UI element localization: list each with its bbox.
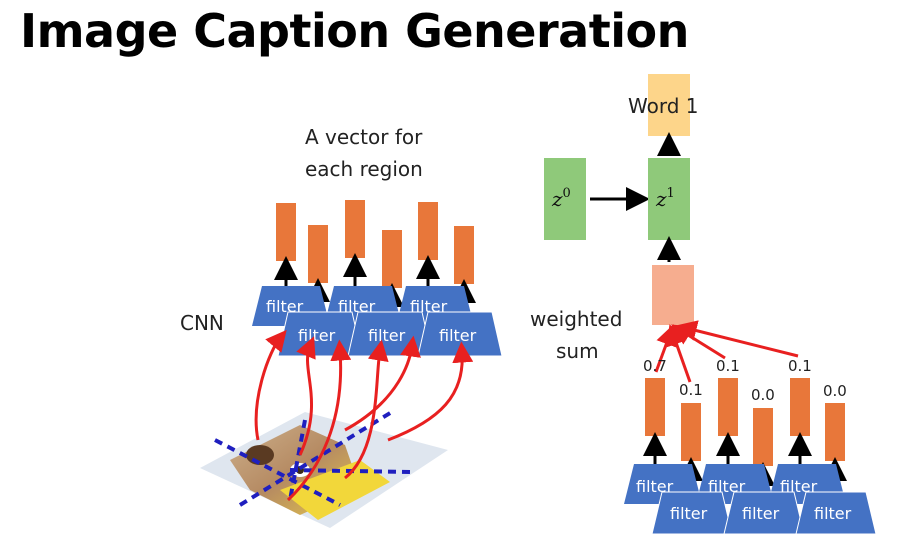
left-vector-bar (276, 203, 296, 261)
filter-label: filter (742, 504, 780, 523)
filter-label: filter (338, 297, 376, 316)
weighted-sum-box (652, 265, 694, 325)
weight-label: 0.1 (679, 381, 703, 399)
word-label: Word 1 (628, 94, 699, 118)
weight-label: 0.1 (788, 357, 812, 375)
left-filters-bottom: filter filter filter (277, 311, 503, 357)
weight-label: 0.1 (716, 357, 740, 375)
right-filters-bottom: filter filter filter (651, 491, 877, 535)
filter-shape (795, 491, 877, 535)
z1-symbol: z1 (655, 186, 675, 211)
filter-label: filter (708, 477, 746, 496)
filter-label: filter (814, 504, 852, 523)
filter-label: filter (439, 326, 477, 345)
left-vector-bar (418, 202, 438, 260)
filter-label: filter (670, 504, 708, 523)
z1-box (648, 158, 690, 240)
right-vector-bar (825, 403, 845, 461)
weight-label: 0.7 (643, 357, 667, 375)
weighted-label-line1: weighted (530, 307, 622, 331)
weight-label: 0.0 (823, 382, 847, 400)
filter-label: filter (636, 477, 674, 496)
right-vector-bar (718, 378, 738, 436)
left-vector-bar (345, 200, 365, 258)
filter-label: filter (298, 326, 336, 345)
word-box (648, 74, 690, 136)
left-vector-bar (454, 226, 474, 284)
right-vector-bar (753, 408, 773, 466)
left-red-arrows (254, 329, 474, 502)
vector-label-line2: each region (305, 157, 423, 181)
cnn-label: CNN (180, 311, 224, 335)
right-vector-bar (790, 378, 810, 436)
weighted-label-line2: sum (556, 339, 599, 363)
right-vector-bar (681, 403, 701, 461)
filter-label: filter (780, 477, 818, 496)
filter-label: filter (266, 297, 304, 316)
left-vector-bar (382, 230, 402, 288)
right-red-arrows (654, 320, 799, 383)
z0-symbol: z0 (551, 186, 571, 211)
right-vector-bar (645, 378, 665, 436)
z0-box (544, 158, 586, 240)
filter-label: filter (410, 297, 448, 316)
image-grid-lines (214, 408, 411, 507)
vector-label-line1: A vector for (305, 125, 423, 149)
filter-shape (417, 311, 503, 357)
left-vector-bar (308, 225, 328, 283)
weight-labels: 0.7 0.1 0.1 0.0 0.1 0.0 (643, 357, 847, 404)
slide-title: Image Caption Generation (20, 4, 689, 58)
right-vector-bars (645, 378, 845, 466)
weight-label: 0.0 (751, 386, 775, 404)
input-image (200, 408, 448, 528)
filter-label: filter (368, 326, 406, 345)
left-vector-bars (276, 200, 474, 288)
